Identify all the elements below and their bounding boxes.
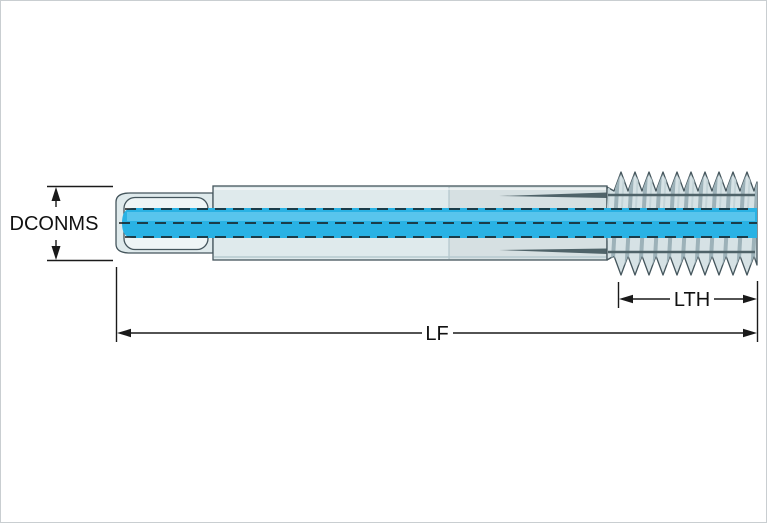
flute-groove-bottom [499,248,607,254]
dconms-label: DCONMS [10,213,99,235]
lf-arrow-right-icon [743,328,757,338]
dimension-lf: LF [115,267,759,345]
coolant-stripe [122,208,757,238]
lth-arrow-left-icon [619,294,633,304]
dimension-lth: LTH [617,282,757,311]
lf-label: LF [425,323,448,345]
dconms-arrow-down-icon [51,246,61,260]
dimension-dconms: DCONMS [10,185,113,262]
tool-drawing [115,171,758,276]
lf-arrow-left-icon [117,328,131,338]
coolant-stripe-sheen [127,212,755,221]
axis-lines [119,208,757,238]
dconms-arrow-up-icon [51,187,61,201]
lth-label: LTH [674,289,710,311]
lth-arrow-right-icon [743,294,757,304]
flute-grooves [499,192,607,254]
flute-groove-top [499,192,607,198]
